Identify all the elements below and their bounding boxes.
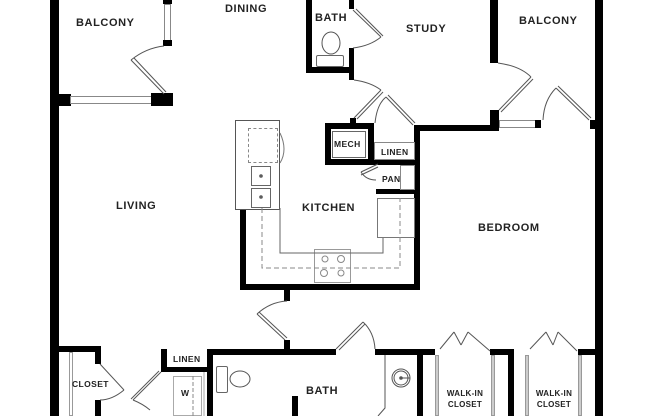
room-label-study: STUDY: [406, 23, 447, 35]
mech-unit: [332, 131, 366, 158]
kitchen-dishwasher: [377, 198, 415, 238]
walkin-wall-top-a: [490, 349, 514, 355]
mech-wall-top: [325, 123, 374, 129]
balcony-right-wall-post: [535, 120, 541, 128]
bath-bottom-wall-top: [208, 349, 336, 355]
room-label-balcony-left: BALCONY: [76, 17, 135, 29]
room-label-bath-bottom: BATH: [306, 385, 339, 397]
exterior-wall-left: [50, 0, 59, 416]
kitchen-stove: [314, 249, 351, 283]
bath-bottom-wall-top-b: [375, 349, 435, 355]
bath-top-wall-left: [306, 0, 312, 73]
hall-wall-post: [284, 340, 290, 352]
balcony-left-wall-bottom-a: [59, 94, 71, 106]
balcony-right-wall-post-r: [590, 120, 596, 129]
room-label-bath-top: BATH: [315, 12, 348, 24]
balcony-left-wall-right-mid: [163, 40, 172, 46]
linen-shelf: [374, 142, 415, 160]
bedroom-wall-top: [415, 125, 499, 131]
room-label-closet: CLOSET: [72, 379, 109, 389]
balcony-left-wall-bottom-b: [151, 93, 173, 106]
room-label-walkin-2: WALK-IN CLOSET: [535, 389, 573, 409]
room-label-linen-bottom: LINEN: [173, 354, 201, 364]
bath-top-wall-right-b: [349, 48, 354, 80]
exterior-wall-right: [595, 0, 603, 416]
walkin-wall-top-b: [578, 349, 596, 355]
mech-post: [350, 118, 356, 126]
toilet-tank-bottom: [216, 366, 228, 393]
room-label-living: LIVING: [116, 200, 157, 212]
closet-wall-right-a: [95, 346, 101, 364]
room-label-bedroom: BEDROOM: [478, 222, 540, 234]
room-label-linen-top: LINEN: [381, 147, 409, 157]
room-label-dining: DINING: [225, 3, 268, 15]
closet-wall-top: [59, 346, 100, 352]
room-label-pantry: PAN: [382, 174, 401, 184]
pantry-wall-bottom: [376, 189, 416, 194]
study-balcony-wall: [490, 0, 498, 63]
kitchen-wall-left: [240, 208, 246, 290]
balcony-left-wall-right-top: [163, 0, 172, 4]
mech-wall-right: [368, 123, 374, 165]
room-label-walkin-1: WALK-IN CLOSET: [446, 389, 484, 409]
study-balcony-wall-foot: [490, 110, 499, 128]
kitchen-wall-bottom: [240, 284, 420, 290]
linen-pan-wall-right: [414, 125, 420, 290]
walkin-divider: [508, 349, 514, 416]
room-label-balcony-right: BALCONY: [519, 15, 578, 27]
linen-bottom-wall-bottom: [161, 367, 211, 372]
pantry-shelf: [400, 165, 415, 190]
bath-bottom-wall-left: [207, 349, 213, 416]
room-label-mech: MECH: [334, 139, 361, 149]
linen-bottom-wall-left: [161, 349, 167, 372]
bath-top-wall-bottom: [306, 67, 354, 73]
room-label-kitchen: KITCHEN: [302, 202, 356, 214]
bath-bottom-divider: [292, 396, 298, 416]
bath-top-wall-right-a: [349, 0, 354, 9]
kitchen-fridge: [248, 128, 278, 163]
toilet-tank-top: [316, 55, 344, 67]
closet-wall-right-b: [95, 400, 101, 416]
room-label-washer: W: [181, 388, 190, 398]
kitchen-wall-stub: [284, 288, 290, 301]
mech-wall-left: [325, 123, 331, 165]
bath-bottom-wall-right: [417, 349, 423, 416]
